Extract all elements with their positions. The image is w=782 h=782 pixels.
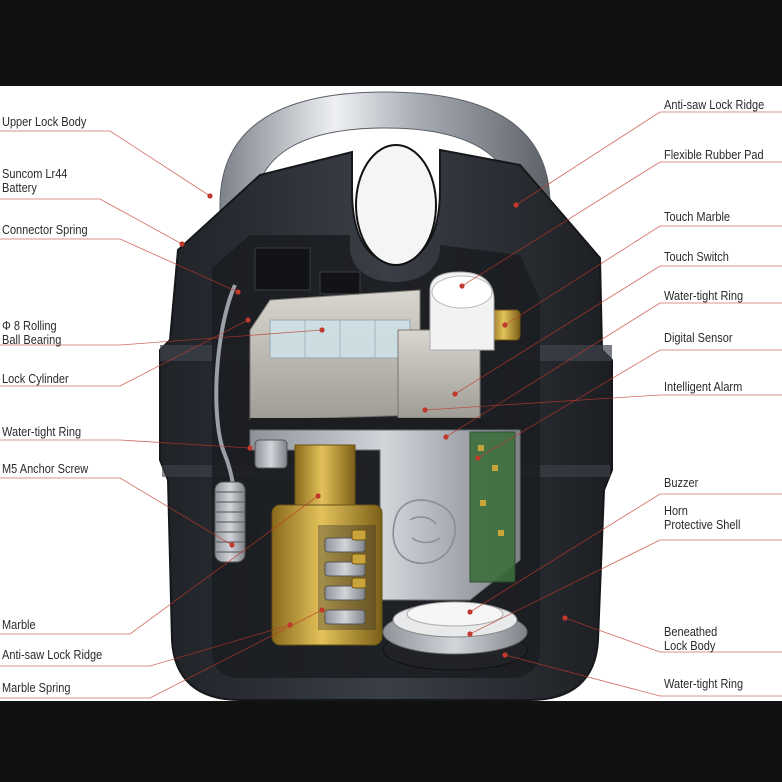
label-rolling-ball-bearing: Φ 8 Rolling Ball Bearing — [2, 319, 62, 347]
leader-line-touch-switch — [454, 265, 782, 395]
leader-line-upper-lock-body — [0, 130, 211, 197]
leader-line-suncom-battery — [0, 198, 183, 245]
leader-line-intelligent-alarm — [424, 394, 782, 411]
leader-line-anti-saw-lock-ridge-left — [0, 624, 291, 667]
padlock-cutaway-diagram — [0, 91, 782, 701]
label-buzzer: Buzzer — [664, 476, 699, 490]
label-anti-saw-lock-ridge-left: Anti-saw Lock Ridge — [2, 648, 103, 662]
label-beneathed-lock-body: Beneathed Lock Body — [664, 625, 718, 653]
leader-dot-flexible-rubber-pad — [459, 283, 465, 289]
leader-dot-connector-spring — [235, 289, 241, 295]
label-water-tight-ring-left: Water-tight Ring — [2, 425, 82, 439]
leader-dot-marble-spring — [319, 607, 325, 613]
label-anti-saw-lock-ridge-right: Anti-saw Lock Ridge — [664, 98, 765, 112]
lion-emblem-icon — [392, 499, 456, 565]
alarm-module — [249, 271, 515, 430]
leader-dot-touch-switch — [452, 391, 458, 397]
leader-dot-buzzer — [467, 609, 473, 615]
label-touch-switch: Touch Switch — [664, 250, 729, 264]
leader-dot-anti-saw-lock-ridge-left — [287, 622, 293, 628]
label-marble-spring: Marble Spring — [2, 681, 71, 695]
leader-dot-upper-lock-body — [207, 193, 213, 199]
leader-line-water-tight-ring-bottom — [504, 654, 782, 697]
leader-line-flexible-rubber-pad — [461, 161, 782, 287]
leader-line-horn-protective-shell — [469, 539, 782, 635]
leader-dot-water-tight-ring-left — [247, 445, 253, 451]
leader-dot-lock-cylinder — [245, 317, 251, 323]
leader-dot-touch-marble — [502, 322, 508, 328]
leader-dot-digital-sensor — [475, 455, 481, 461]
label-intelligent-alarm: Intelligent Alarm — [664, 380, 743, 394]
leader-line-connector-spring — [0, 238, 239, 293]
connector-spring-wire — [214, 284, 246, 563]
leader-dot-suncom-battery — [179, 241, 185, 247]
leader-line-lock-cylinder — [0, 319, 249, 387]
leader-dot-marble — [315, 493, 321, 499]
leader-line-water-tight-ring-right — [445, 302, 782, 438]
leader-dot-intelligent-alarm — [422, 407, 428, 413]
suncom-battery-connector — [254, 439, 288, 469]
buzzer-assembly — [382, 601, 528, 671]
leader-line-touch-marble — [504, 225, 782, 326]
leader-line-marble — [0, 495, 319, 635]
leader-line-rolling-ball-bearing — [0, 329, 323, 346]
leader-lines — [0, 111, 782, 699]
leader-dot-anti-saw-lock-ridge-right — [513, 202, 519, 208]
leader-line-beneathed-lock-body — [564, 617, 782, 653]
label-flexible-rubber-pad: Flexible Rubber Pad — [664, 148, 764, 162]
label-lock-cylinder: Lock Cylinder — [2, 372, 69, 386]
leader-line-buzzer — [469, 493, 782, 613]
label-connector-spring: Connector Spring — [2, 223, 88, 237]
leader-dot-rolling-ball-bearing — [319, 327, 325, 333]
leader-dot-m5-anchor-screw — [229, 542, 235, 548]
diagram-panel: Upper Lock Body Suncom Lr44 Battery Conn… — [0, 86, 782, 701]
leader-line-m5-anchor-screw — [0, 477, 233, 546]
leader-dot-water-tight-ring-bottom — [502, 652, 508, 658]
label-water-tight-ring-right: Water-tight Ring — [664, 289, 744, 303]
leader-line-digital-sensor — [477, 349, 782, 459]
leader-dot-water-tight-ring-right — [443, 434, 449, 440]
leader-line-marble-spring — [0, 609, 323, 699]
label-suncom-battery: Suncom Lr44 Battery — [2, 167, 68, 195]
label-m5-anchor-screw: M5 Anchor Screw — [2, 462, 89, 476]
lock-cylinder-assembly — [271, 444, 383, 646]
label-digital-sensor: Digital Sensor — [664, 331, 733, 345]
label-water-tight-ring-bottom: Water-tight Ring — [664, 677, 744, 691]
leader-line-anti-saw-lock-ridge-right — [515, 111, 782, 206]
top-letterbox-bar — [0, 0, 782, 86]
label-marble: Marble — [2, 618, 36, 632]
bottom-letterbox-bar — [0, 701, 782, 782]
label-horn-protective-shell: Horn Protective Shell — [664, 504, 741, 532]
leader-dot-beneathed-lock-body — [562, 615, 568, 621]
label-upper-lock-body: Upper Lock Body — [2, 115, 87, 129]
leader-line-water-tight-ring-left — [0, 439, 251, 449]
label-touch-marble: Touch Marble — [664, 210, 731, 224]
leader-dot-horn-protective-shell — [467, 631, 473, 637]
